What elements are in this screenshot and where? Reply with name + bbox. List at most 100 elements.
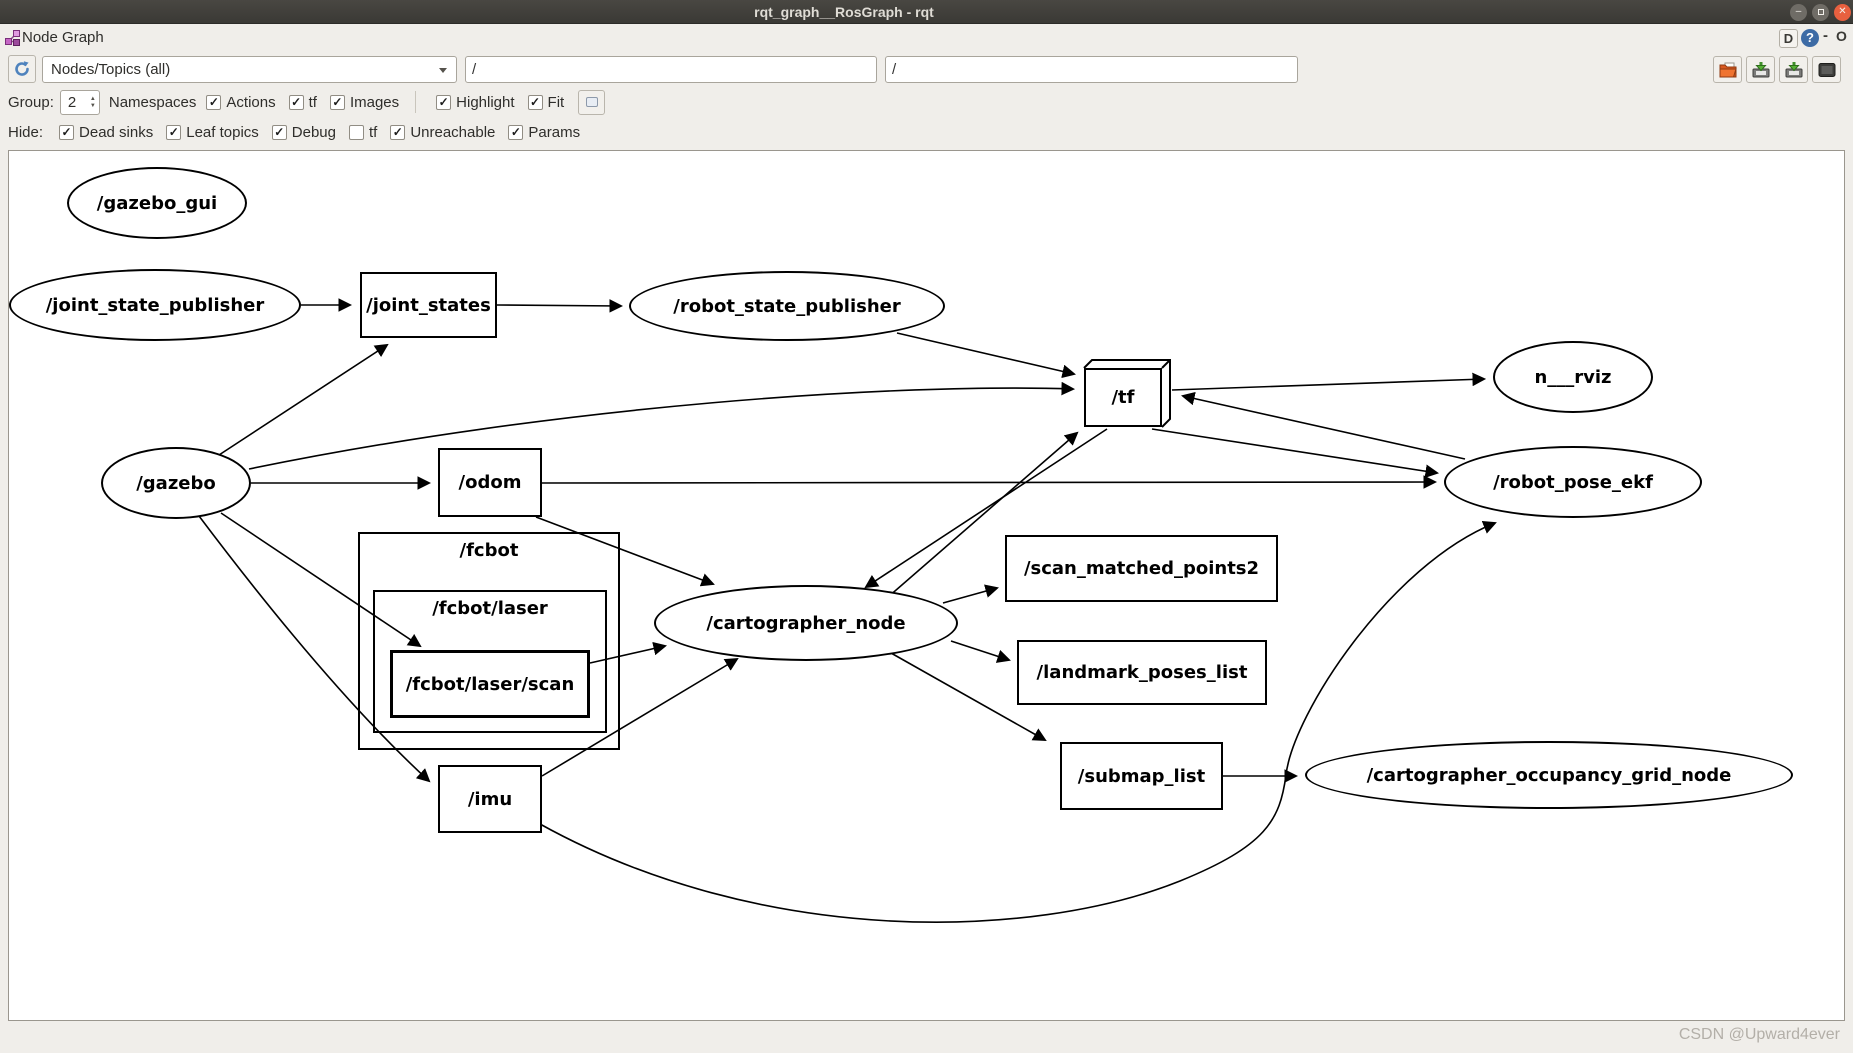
topic-filter-input[interactable] (465, 56, 877, 83)
graph-node-robot_state_publisher[interactable]: /robot_state_publisher (629, 271, 945, 341)
group-value: 2 (67, 93, 77, 111)
save-image-button[interactable] (1812, 56, 1841, 83)
node-label: /submap_list (1077, 765, 1206, 787)
checkbox-label: Debug (291, 123, 336, 141)
fit-in-view-button[interactable] (578, 89, 606, 115)
fit-window-icon (585, 97, 598, 107)
checkbox-item-tf: tf (348, 123, 378, 141)
window-close-button[interactable]: ✕ (1834, 4, 1851, 21)
checkbox-dead-sinks[interactable]: ✓ (59, 124, 75, 140)
graph-node-robot_pose_ekf[interactable]: /robot_pose_ekf (1444, 446, 1702, 518)
checkbox-leaf-topics[interactable]: ✓ (166, 124, 182, 140)
dock-help-button[interactable]: ? (1801, 29, 1819, 47)
graph-node-submap_list[interactable]: /submap_list (1060, 742, 1223, 810)
chevron-down-icon (439, 68, 447, 73)
dock-minimize-button[interactable]: - (1823, 27, 1828, 44)
graph-node-gazebo[interactable]: /gazebo (101, 447, 251, 519)
graph-node-odom[interactable]: /odom (438, 448, 542, 517)
dock-header: Node Graph D ? - O (0, 25, 1853, 51)
node-label: /scan_matched_points2 (1023, 558, 1260, 579)
checkbox-item-highlight: ✓Highlight (436, 93, 515, 111)
node-filter-input[interactable] (885, 56, 1298, 83)
checkbox-params[interactable]: ✓ (508, 124, 524, 140)
checkbox-item-images: ✓Images (329, 93, 400, 111)
graph-node-tf[interactable]: /tf (1084, 368, 1162, 427)
checkbox-item-params: ✓Params (508, 124, 580, 141)
refresh-icon (15, 61, 29, 76)
checkbox-highlight[interactable]: ✓ (436, 94, 452, 110)
checkbox-label: Leaf topics (186, 123, 259, 141)
node-label: /gazebo_gui (96, 192, 218, 214)
graph-node-cartographer_node[interactable]: /cartographer_node (654, 585, 958, 661)
options-checkboxes-right: ✓Highlight✓Fit (426, 94, 564, 111)
namespaces-label: Namespaces (108, 93, 197, 111)
spin-down-icon[interactable]: ▼ (89, 102, 96, 109)
node-graph-icon (5, 30, 20, 46)
node-label: /tf (1111, 387, 1135, 408)
save-icon (1785, 62, 1802, 78)
dock-title: Node Graph (22, 29, 104, 46)
checkbox-label: tf (368, 123, 378, 141)
node-label: /gazebo (136, 472, 216, 494)
graph-node-landmark_poses_list[interactable]: /landmark_poses_list (1017, 640, 1267, 705)
node-label: n___rviz (1534, 366, 1612, 388)
graph-node-n_rviz[interactable]: n___rviz (1493, 341, 1653, 413)
graph-type-value: Nodes/Topics (all) (51, 61, 171, 78)
graph-node-gazebo_gui[interactable]: /gazebo_gui (67, 167, 247, 239)
hide-label: Hide: (8, 123, 44, 141)
checkbox-label: Actions (226, 93, 276, 111)
graph-node-cartographer_occupancy_grid_node[interactable]: /cartographer_occupancy_grid_node (1305, 741, 1793, 809)
save-icon (1752, 62, 1769, 78)
node-label: /cartographer_occupancy_grid_node (1366, 764, 1732, 786)
checkbox-debug[interactable]: ✓ (271, 124, 287, 140)
graph-node-joint_states[interactable]: /joint_states (360, 272, 497, 338)
options-checkboxes-left: ✓Actions✓tf✓Images (196, 94, 399, 111)
checkbox-label: Unreachable (410, 123, 496, 141)
node-label: /landmark_poses_list (1036, 662, 1248, 683)
checkbox-item-leaf-topics: ✓Leaf topics (166, 124, 259, 141)
graph-type-select[interactable]: Nodes/Topics (all) (42, 56, 457, 83)
window-titlebar: rqt_graph__RosGraph - rqt – ✕ (0, 0, 1853, 24)
graph-node-scan_matched_points2[interactable]: /scan_matched_points2 (1005, 535, 1278, 602)
node-label: /cartographer_node (706, 612, 906, 634)
node-label: /fcbot/laser/scan (405, 673, 575, 695)
node-label: /robot_state_publisher (673, 295, 901, 317)
node-label: /joint_state_publisher (45, 294, 265, 316)
graph-node-fcbot_laser_scan[interactable]: /fcbot/laser/scan (390, 650, 590, 718)
cluster-label: /fcbot (459, 540, 519, 561)
checkbox-item-tf: ✓tf (288, 93, 317, 111)
checkbox-item-actions: ✓Actions (206, 93, 276, 111)
checkbox-label: tf (308, 93, 317, 111)
checkbox-tf[interactable] (348, 124, 364, 140)
checkbox-images[interactable]: ✓ (329, 94, 345, 110)
checkbox-fit[interactable]: ✓ (527, 94, 543, 110)
graph-canvas[interactable] (8, 150, 1845, 1021)
checkbox-unreachable[interactable]: ✓ (390, 124, 406, 140)
checkbox-item-unreachable: ✓Unreachable (390, 124, 495, 141)
node-label: /joint_states (366, 294, 491, 316)
load-dot-button[interactable] (1713, 56, 1742, 83)
checkbox-label: Highlight (456, 93, 515, 111)
checkbox-actions[interactable]: ✓ (206, 94, 222, 110)
maximize-icon (1817, 9, 1824, 15)
spin-up-icon[interactable]: ▲ (89, 95, 96, 102)
refresh-graph-button[interactable] (8, 55, 36, 83)
save-svg-button[interactable] (1779, 56, 1808, 83)
checkbox-item-dead-sinks: ✓Dead sinks (59, 124, 153, 141)
window-minimize-button[interactable]: – (1790, 4, 1807, 21)
group-spinbox[interactable]: 2 ▲ ▼ (59, 89, 100, 115)
checkbox-label: Params (528, 123, 581, 141)
group-options-row: Group: 2 ▲ ▼ Namespaces ✓Actions✓tf✓Imag… (8, 88, 606, 116)
window-maximize-button[interactable] (1812, 4, 1829, 21)
checkbox-tf[interactable]: ✓ (288, 94, 304, 110)
graph-node-joint_state_publisher[interactable]: /joint_state_publisher (9, 269, 301, 341)
dock-close-button[interactable]: O (1836, 28, 1847, 44)
toolbar-separator (415, 91, 417, 113)
save-dot-button[interactable] (1746, 56, 1775, 83)
checkbox-item-debug: ✓Debug (271, 123, 336, 141)
checkbox-label: Dead sinks (79, 123, 154, 141)
graph-node-imu[interactable]: /imu (438, 765, 542, 833)
checkbox-label: Images (349, 93, 400, 111)
dock-detach-button[interactable]: D (1779, 29, 1798, 48)
